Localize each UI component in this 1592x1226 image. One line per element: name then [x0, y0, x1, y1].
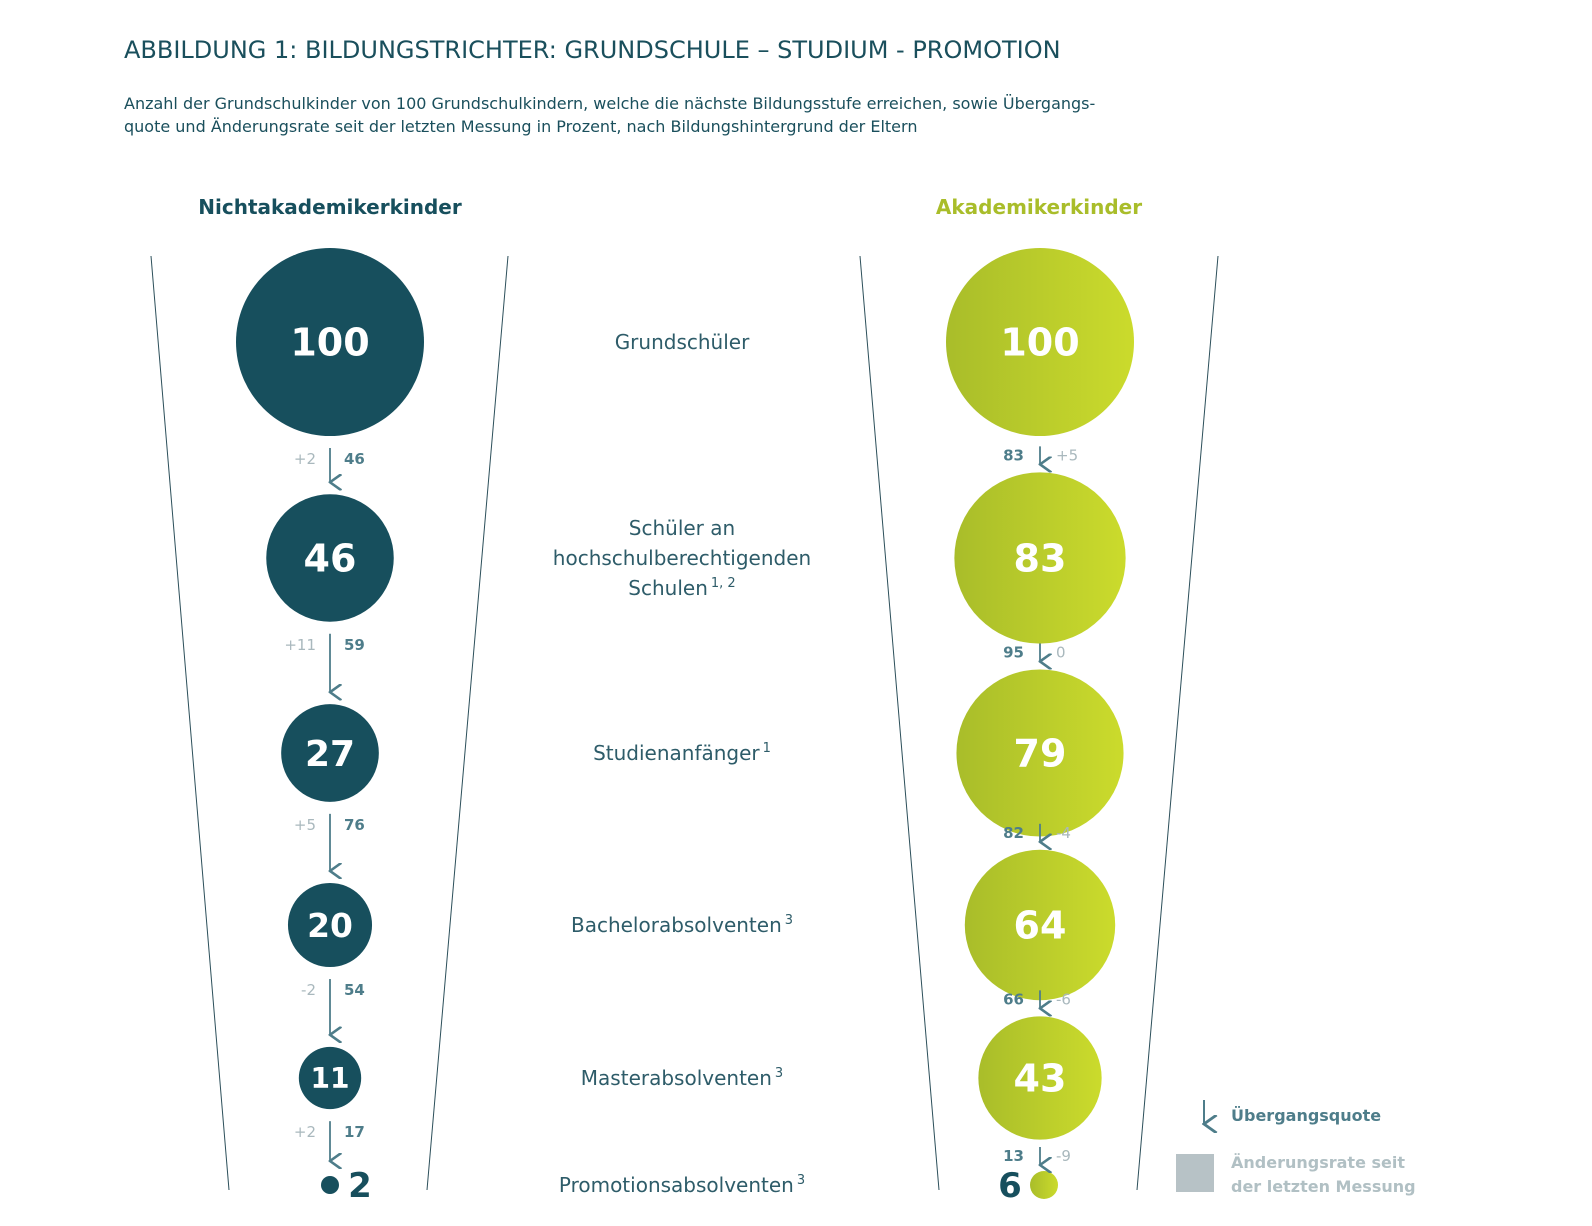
legend-box-label-line2: der letzten Messung	[1231, 1177, 1416, 1196]
figure-subtitle: Anzahl der Grundschulkinder von 100 Grun…	[124, 92, 1234, 138]
bubble-label-0-5: 2	[348, 1166, 372, 1206]
bubbles-layer: 100 46 27 20 11 2 100 83 79 64 43 6	[236, 248, 1134, 1206]
bubble-0-1	[266, 494, 394, 622]
bubble-label-1-5: 6	[998, 1166, 1022, 1206]
legend-arrow-label: Übergangsquote	[1231, 1106, 1381, 1125]
legend-box-icon	[1176, 1154, 1214, 1192]
bubble-label-0-2: 27	[305, 734, 355, 775]
transition-rate-1-1: 95	[1003, 643, 1024, 661]
bubble-label-1-0: 100	[1000, 321, 1079, 365]
series-title-akademiker: Akademikerkinder	[936, 195, 1142, 219]
funnel-line-left-outer	[150, 255, 230, 1191]
transition-rate-0-3: 54	[344, 981, 365, 999]
transition-rate-0-2: 76	[344, 816, 365, 834]
series-title-nichtakademiker: Nichtakademikerkinder	[198, 195, 462, 219]
change-rate-0-0: +2	[294, 450, 316, 468]
bubble-1-4	[978, 1016, 1102, 1140]
change-rate-0-1: +11	[284, 636, 316, 654]
legend: Übergangsquote Änderungsrate seit der le…	[1176, 1100, 1416, 1196]
stage-footnote-2: 1	[763, 741, 771, 756]
bubble-label-1-1: 83	[1014, 537, 1067, 581]
change-rate-1-1: 0	[1056, 643, 1066, 661]
stage-footnote-3: 3	[785, 913, 793, 928]
bubble-1-5	[1030, 1171, 1058, 1199]
bubble-label-1-2: 79	[1014, 732, 1067, 776]
change-rate-0-4: +2	[294, 1123, 316, 1141]
bubble-label-1-4: 43	[1014, 1057, 1067, 1101]
bubble-label-0-0: 100	[290, 321, 369, 365]
stage-label-1-line-0: Schüler an	[629, 516, 735, 540]
bubble-label-0-4: 11	[311, 1062, 350, 1095]
bubble-0-4	[298, 1046, 362, 1110]
transition-rate-0-0: 46	[344, 450, 365, 468]
bubble-label-1-3: 64	[1014, 904, 1067, 948]
bubble-label-0-3: 20	[307, 906, 353, 945]
bubble-0-0	[236, 248, 424, 436]
subtitle-line-2: quote und Änderungsrate seit der letzten…	[124, 117, 918, 136]
bubble-1-1	[954, 472, 1126, 644]
figure-title: ABBILDUNG 1: BILDUNGSTRICHTER: GRUNDSCHU…	[124, 36, 1061, 64]
transition-rate-1-2: 82	[1003, 824, 1024, 842]
transition-rate-0-4: 17	[344, 1123, 365, 1141]
bubble-0-3	[287, 882, 373, 968]
stage-footnote-1: 1, 2	[711, 576, 736, 591]
change-rate-1-3: -6	[1056, 990, 1071, 1008]
stage-footnote-4: 3	[775, 1066, 783, 1081]
subtitle-line-1: Anzahl der Grundschulkinder von 100 Grun…	[124, 94, 1096, 113]
transition-rate-0-1: 59	[344, 636, 365, 654]
transition-rate-1-0: 83	[1003, 446, 1024, 464]
change-rate-1-4: -9	[1056, 1147, 1071, 1165]
funnel-line-left-inner	[426, 255, 509, 1191]
legend-box-label-line1: Änderungsrate seit	[1231, 1153, 1405, 1172]
stage-label-0-line-0: Grundschüler	[615, 330, 750, 354]
change-rate-1-0: +5	[1056, 446, 1078, 464]
change-rate-0-2: +5	[294, 816, 316, 834]
stage-footnote-5: 3	[797, 1173, 805, 1188]
bubble-label-0-1: 46	[304, 537, 357, 581]
bubble-1-3	[964, 849, 1116, 1001]
stage-label-1-line-1: hochschulberechtigenden	[553, 546, 811, 570]
transition-rate-1-3: 66	[1003, 990, 1024, 1008]
bubble-1-2	[956, 669, 1124, 837]
funnel-line-right-outer	[1136, 255, 1219, 1191]
change-rate-0-3: -2	[301, 981, 316, 999]
bubble-0-5	[321, 1176, 339, 1194]
transition-rate-1-4: 13	[1003, 1147, 1024, 1165]
bubble-1-0	[946, 248, 1134, 436]
change-rate-1-2: -4	[1056, 824, 1071, 842]
funnel-line-right-inner	[859, 255, 940, 1191]
bubble-0-2	[281, 704, 379, 802]
